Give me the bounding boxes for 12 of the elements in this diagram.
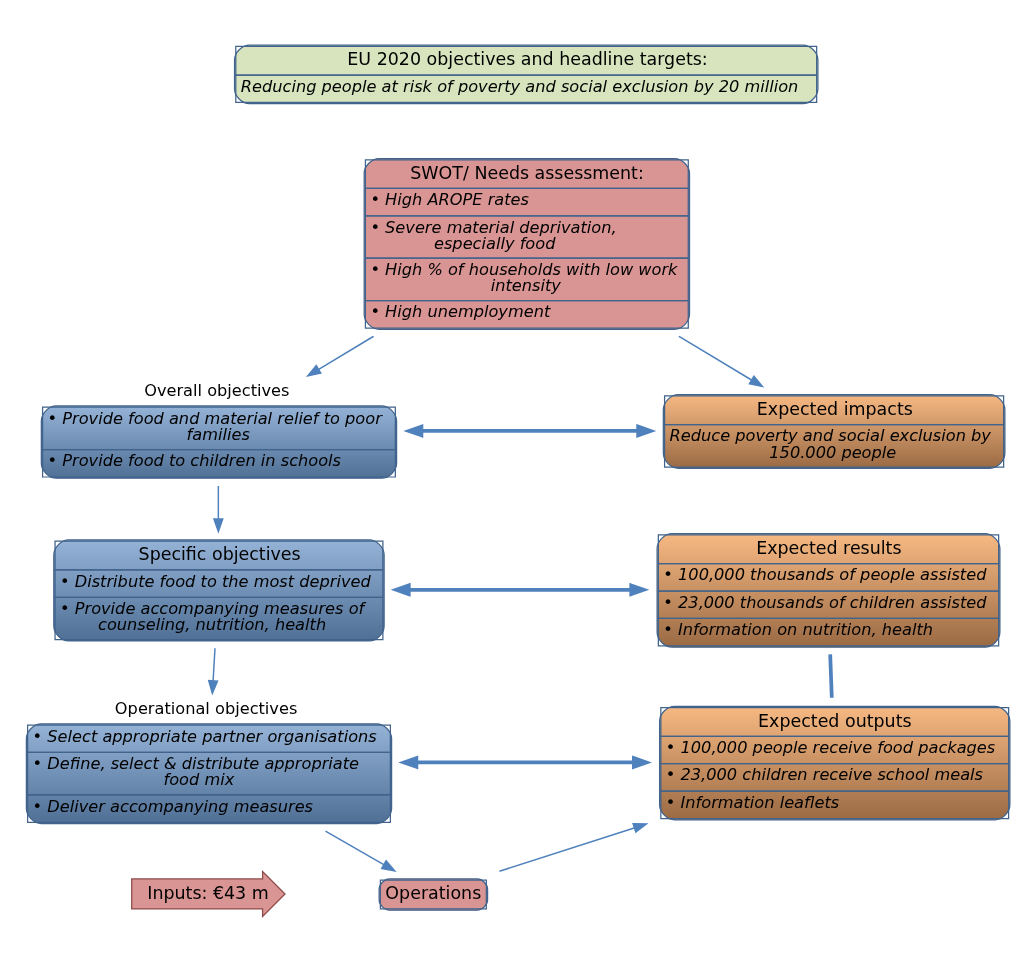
arrow — [398, 754, 652, 769]
arrow — [212, 484, 224, 534]
connector — [828, 653, 834, 698]
arrow — [324, 829, 397, 872]
arrow — [498, 822, 649, 872]
node-label: Operational objectives — [114, 698, 298, 718]
node-label: Overall objectives — [144, 380, 290, 400]
arrow — [678, 335, 765, 388]
arrow — [390, 582, 650, 597]
arrow — [403, 423, 657, 438]
arrow — [305, 335, 375, 377]
arrow — [207, 646, 219, 696]
